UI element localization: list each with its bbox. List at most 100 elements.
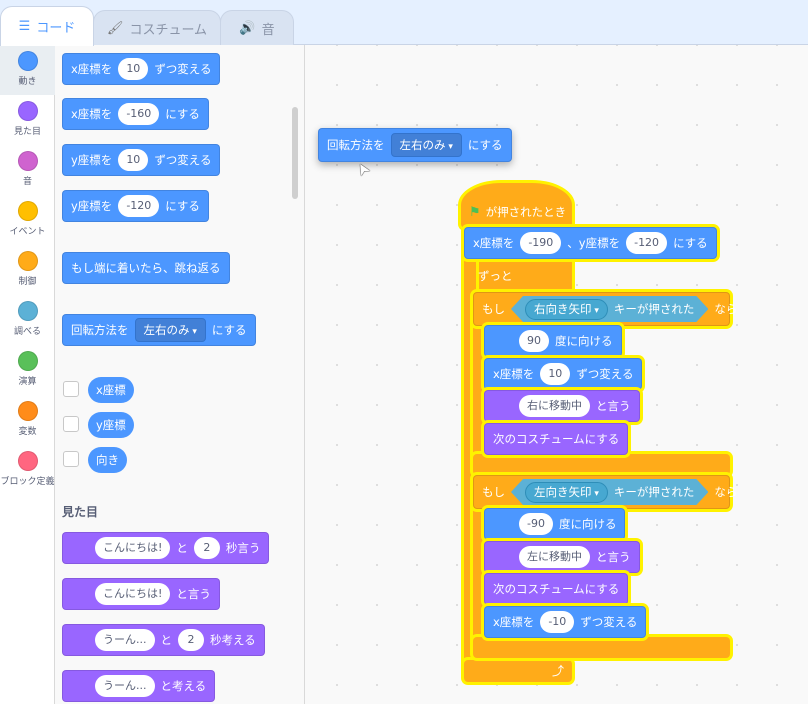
category-label: 制御 <box>18 277 37 287</box>
category-4[interactable]: 制御 <box>0 245 55 295</box>
looks-block[interactable]: 右に移動中と言う <box>484 390 640 422</box>
category-menu: 動き見た目音イベント制御調べる演算変数ブロック定義 <box>0 45 55 704</box>
block-label: にする <box>467 138 503 152</box>
category-label: イベント <box>9 227 46 237</box>
looks-block[interactable]: 次のコスチュームにする <box>484 573 629 605</box>
palette-motion-block[interactable]: もし端に着いたら、跳ね返る <box>62 252 230 284</box>
palette-motion-block[interactable]: 回転方法を左右のみにする <box>62 314 256 346</box>
block-label: 秒考える <box>210 633 256 647</box>
palette-scrollbar[interactable] <box>292 107 298 199</box>
block-label: にする <box>165 107 200 121</box>
category-2[interactable]: 音 <box>0 145 55 195</box>
palette-looks-block[interactable]: うーん... と考える <box>62 670 216 702</box>
palette-looks-block[interactable]: こんにちは! と言う <box>62 578 220 610</box>
block-label: 回転方法を <box>71 323 129 337</box>
block-input[interactable]: -190 <box>520 232 562 254</box>
block-input[interactable]: 2 <box>193 537 220 559</box>
category-8[interactable]: ブロック定義 <box>0 445 55 495</box>
category-7[interactable]: 変数 <box>0 395 55 445</box>
editor-tabs-bar: ☰ コード 🖌 コスチューム 🔊 音 <box>0 0 808 46</box>
block-input[interactable]: -120 <box>626 232 668 254</box>
reporter-block[interactable]: 向き <box>88 447 127 473</box>
key-pressed-condition[interactable]: 右向き矢印キーが押された <box>511 296 708 322</box>
block-input[interactable]: -160 <box>118 103 160 125</box>
looks-block[interactable]: 次のコスチュームにする <box>484 422 629 455</box>
forever-bottom <box>464 660 572 682</box>
block-input[interactable]: -90 <box>519 513 553 535</box>
block-input[interactable]: うーん... <box>95 675 155 697</box>
if-block[interactable]: もし右向き矢印キーが押されたなら <box>473 292 737 326</box>
block-input[interactable]: 90 <box>519 330 549 352</box>
block-label: x座標を <box>493 366 535 381</box>
block-input[interactable]: 左に移動中 <box>519 545 590 568</box>
block-label: と言う <box>176 587 211 601</box>
tab-code[interactable]: ☰ コード <box>0 6 94 46</box>
block-input[interactable]: 10 <box>118 149 149 171</box>
category-label: 見た目 <box>13 127 41 137</box>
if-block[interactable]: もし左向き矢印キーが押されたなら <box>473 475 737 509</box>
category-color-icon <box>17 151 38 171</box>
category-label: ブロック定義 <box>0 477 55 487</box>
category-3[interactable]: イベント <box>0 195 55 245</box>
category-label: 変数 <box>18 427 37 437</box>
tab-costumes-label: コスチューム <box>129 22 208 38</box>
block-dropdown[interactable]: 左右のみ <box>390 133 462 157</box>
key-dropdown[interactable]: 右向き矢印 <box>525 299 608 320</box>
block-label: x座標を <box>473 236 515 250</box>
reporter-checkbox[interactable] <box>63 381 79 397</box>
block-input[interactable]: こんにちは! <box>95 537 171 559</box>
if-arm <box>473 495 487 655</box>
looks-block[interactable]: 左に移動中と言う <box>484 540 640 573</box>
mouse-cursor-icon: ➤ <box>351 158 375 181</box>
block-input[interactable]: -10 <box>540 610 575 633</box>
block-input[interactable]: -120 <box>118 195 160 217</box>
block-label: と言う <box>596 399 631 413</box>
tab-sounds[interactable]: 🔊 音 <box>220 10 294 45</box>
category-0[interactable]: 動き <box>0 45 55 95</box>
key-pressed-condition[interactable]: 左向き矢印キーが押された <box>511 479 708 505</box>
block-input[interactable]: 10 <box>118 58 149 80</box>
if-label: もし <box>482 485 505 499</box>
brush-icon: 🖌 <box>106 20 124 36</box>
category-1[interactable]: 見た目 <box>0 95 55 145</box>
block-input[interactable]: うーん... <box>95 629 155 651</box>
tab-costumes[interactable]: 🖌 コスチューム <box>93 10 221 45</box>
block-dropdown[interactable]: 左右のみ <box>134 318 206 342</box>
green-flag-icon: ⚑ <box>469 205 481 220</box>
loop-arrow-icon: ⤴ <box>552 664 565 678</box>
block-label: ずつ変える <box>154 62 212 76</box>
then-label: なら <box>714 302 738 316</box>
block-label: 秒言う <box>225 541 261 555</box>
key-dropdown[interactable]: 左向き矢印 <box>525 482 608 503</box>
block-input[interactable]: こんにちは! <box>95 583 171 605</box>
block-label: と考える <box>160 679 207 693</box>
block-input[interactable]: 10 <box>540 362 571 385</box>
block-input[interactable]: 2 <box>178 629 204 651</box>
dragged-rotation-style-block[interactable]: 回転方法を左右のみにする <box>318 128 512 162</box>
tab-code-label: コード <box>36 21 76 36</box>
reporter-checkbox[interactable] <box>63 416 79 432</box>
forever-label: ずっと <box>478 269 513 283</box>
category-6[interactable]: 演算 <box>0 345 55 395</box>
block-label: と <box>176 541 188 555</box>
block-input[interactable]: 右に移動中 <box>519 395 590 417</box>
reporter-block[interactable]: x座標 <box>88 377 134 403</box>
category-label: 演算 <box>18 377 37 387</box>
reporter-block[interactable]: y座標 <box>88 412 134 438</box>
script-workspace[interactable]: ⤴ずっと⚑が押されたときx座標を-190、y座標を-120にするもし右向き矢印キ… <box>305 45 808 704</box>
category-5[interactable]: 調べる <box>0 295 55 345</box>
reporter-checkbox[interactable] <box>63 451 79 467</box>
when-flag-clicked-hat[interactable]: ⚑が押されたとき <box>461 183 572 228</box>
